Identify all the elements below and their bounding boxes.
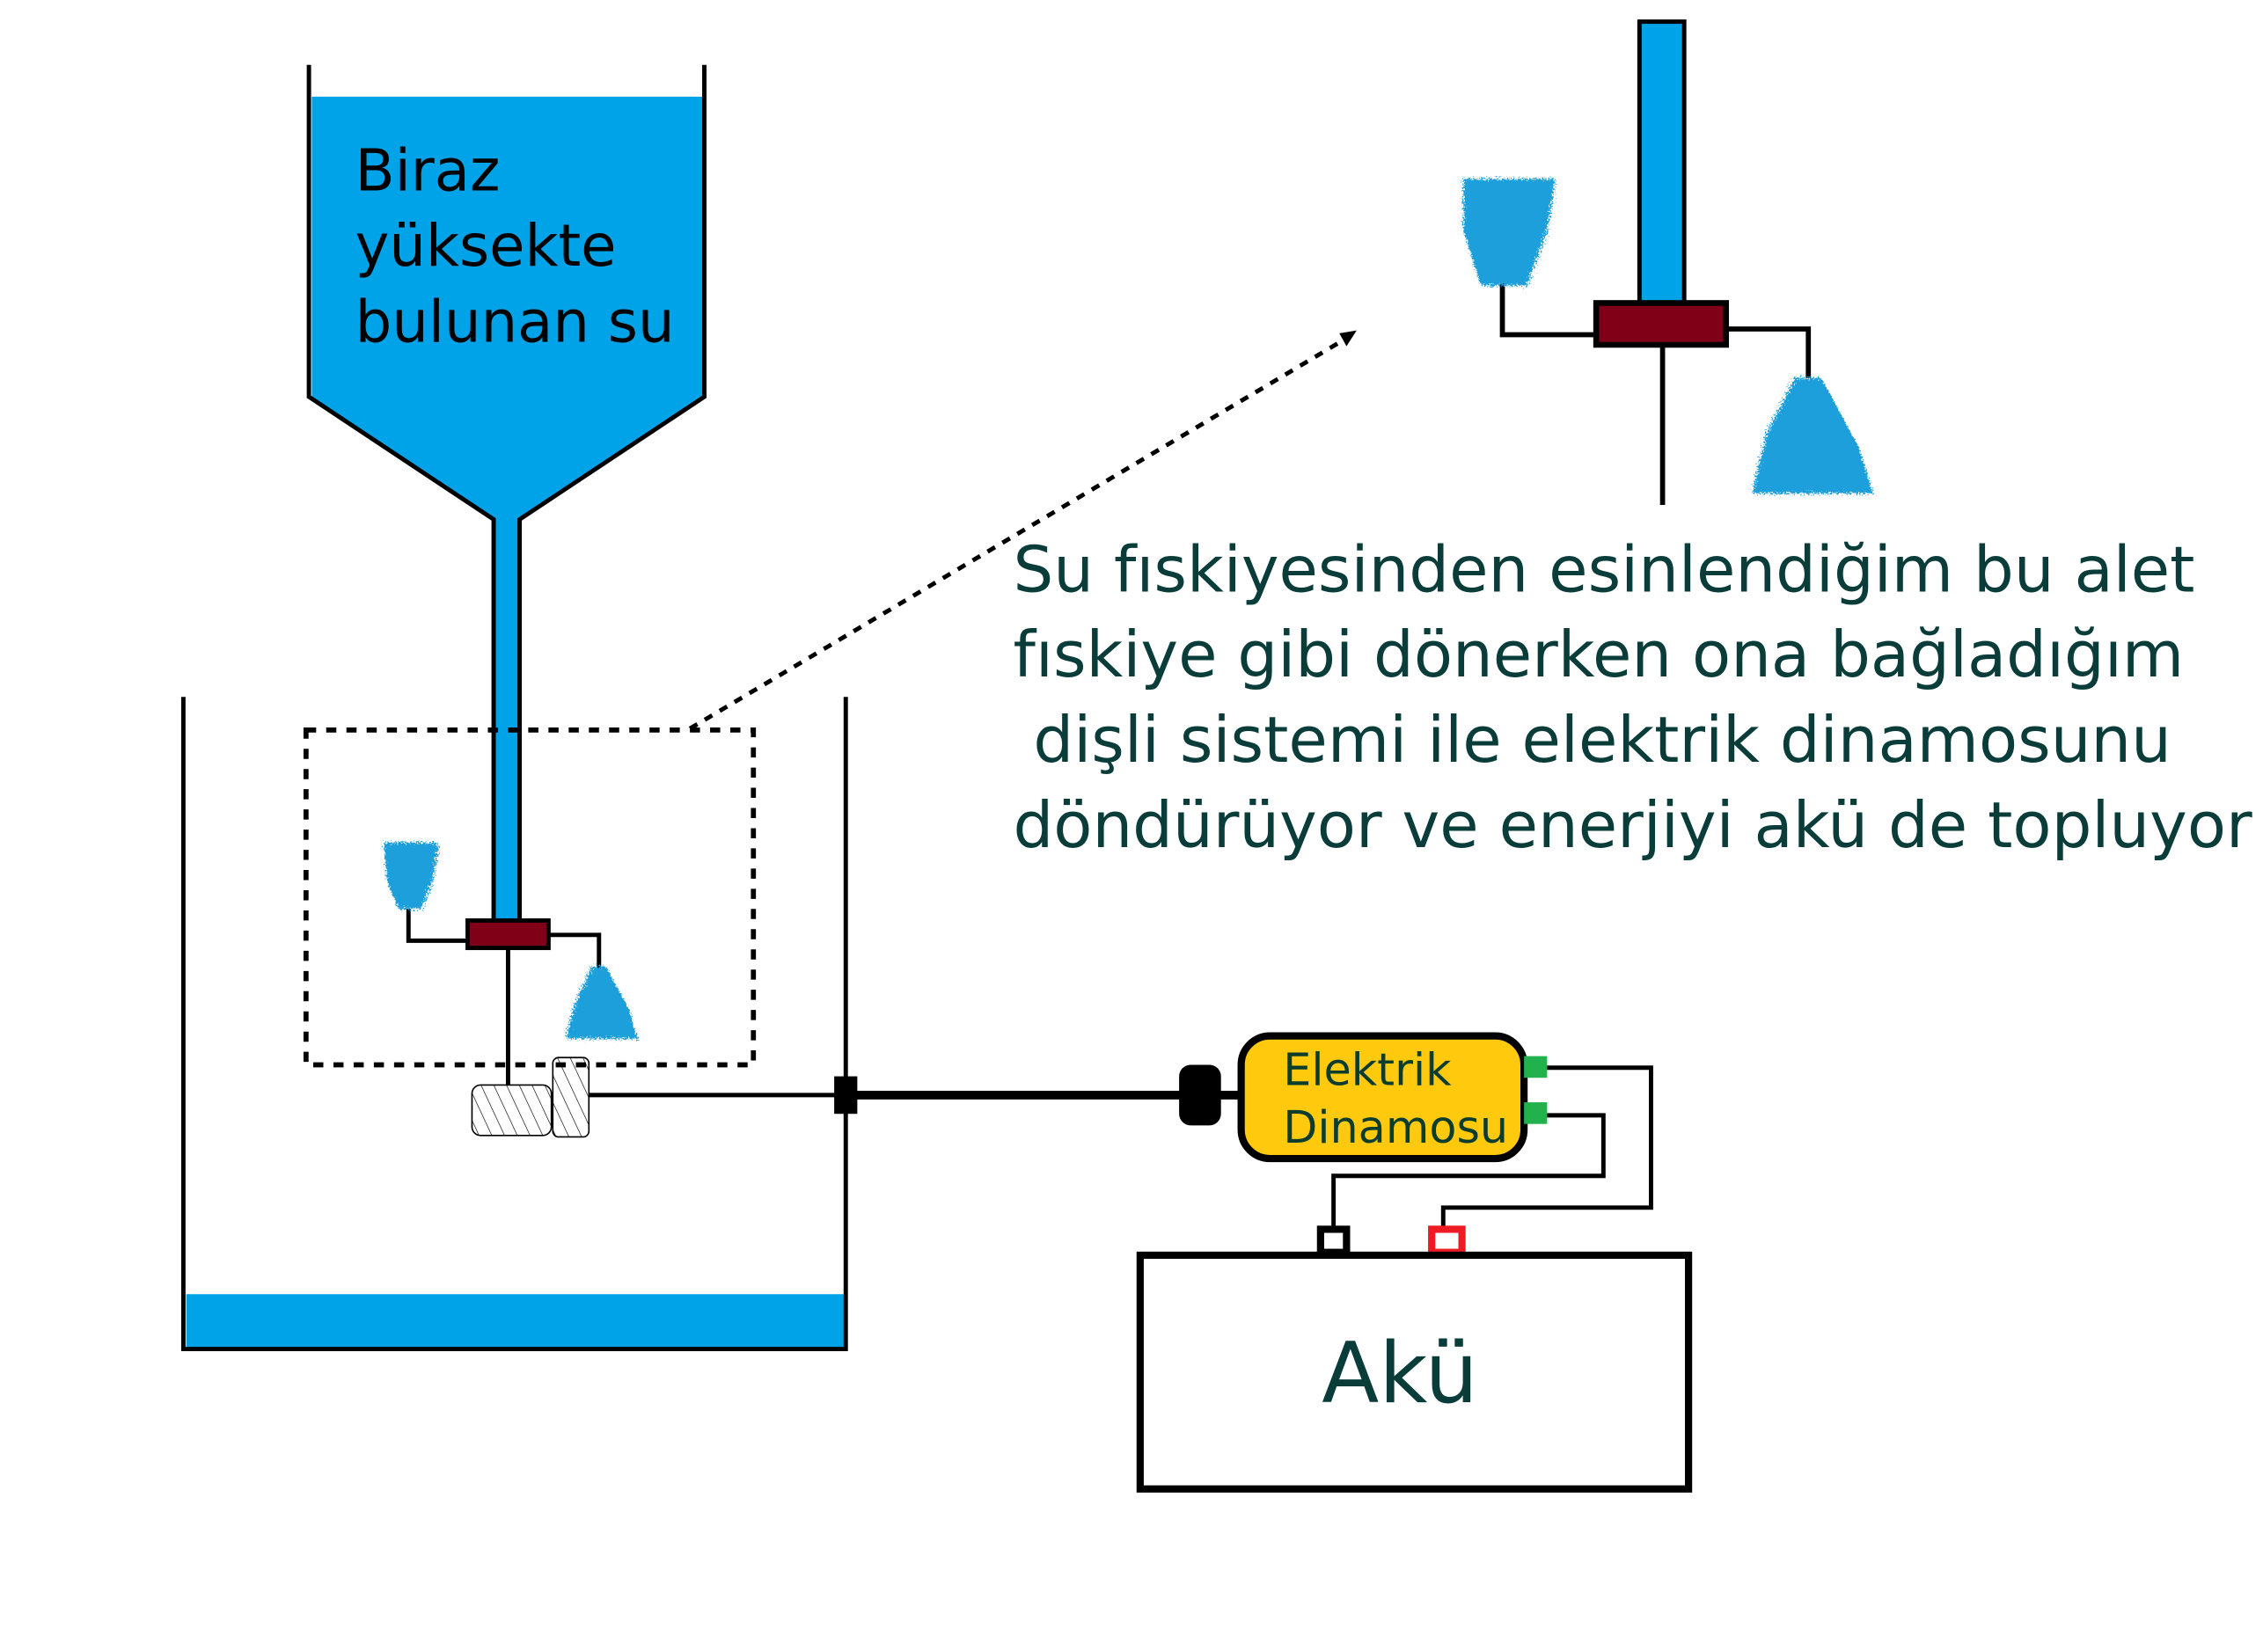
upper-tank-outline — [306, 64, 496, 924]
battery-body — [1136, 1251, 1693, 1493]
description-line2: fıskiye gibi dönerken ona bağladığım — [1014, 618, 2185, 692]
description-line3: dişli sistemi ile elektrik dinamosunu — [1014, 704, 2171, 778]
shaft-coupling — [1179, 1064, 1221, 1126]
lower-tank-outline — [180, 697, 848, 1352]
water-spray-left — [384, 842, 439, 910]
wall-bearing — [834, 1076, 858, 1115]
tank-label-line1: Biraz — [355, 138, 501, 205]
battery: Akü — [1136, 1225, 1693, 1493]
description-line1: Su fıskiyesinden esinlendiğim bu alet — [1014, 533, 2195, 607]
battery-terminal-negative — [1316, 1225, 1351, 1256]
description-line4: döndürüyor ve enerjiyi akü de topluyor — [1014, 789, 2253, 863]
arm-right-enlarged — [1725, 326, 1812, 378]
fountain-small — [303, 727, 757, 1138]
fountain-enlarged — [1463, 19, 1874, 506]
gear-2 — [552, 1056, 590, 1138]
lower-water-tank — [180, 697, 848, 1352]
rotary-connector-enlarged — [1593, 300, 1730, 348]
tank-label-line3: bulunan su — [355, 289, 675, 356]
upper-tank-outline-right — [517, 64, 707, 924]
dynamo-label-line2: Dinamosu — [1283, 1101, 1508, 1153]
arm-right — [548, 932, 602, 970]
lower-tank-water — [186, 1294, 845, 1348]
gear-1 — [471, 1084, 553, 1137]
zoom-region-box — [303, 727, 757, 1068]
wire-positive — [1440, 1065, 1653, 1230]
dynamo-body — [1237, 1032, 1528, 1163]
rotary-connector — [465, 917, 551, 951]
pipe-enlarged — [1637, 19, 1687, 307]
water-spray-right — [566, 966, 639, 1039]
dynamo-label-line1: Elektrik — [1283, 1043, 1452, 1095]
battery-label: Akü — [1322, 1326, 1478, 1422]
zoom-arrow-line — [688, 337, 1347, 731]
upper-water-tank: Biraz yüksekte bulunan su — [306, 64, 707, 924]
arm-left-enlarged — [1499, 282, 1597, 338]
wire-negative — [1331, 1113, 1606, 1230]
dynamo-terminal-1 — [1524, 1056, 1548, 1078]
upper-tank-water — [311, 96, 705, 924]
battery-terminal-positive — [1428, 1225, 1466, 1256]
tank-label-line2: yüksekte — [355, 213, 617, 280]
electric-dynamo: Elektrik Dinamosu — [1237, 1032, 1548, 1163]
arm-left — [406, 909, 468, 943]
zoom-arrow-head — [1339, 330, 1357, 347]
dynamo-terminal-2 — [1524, 1102, 1548, 1124]
water-spray-right-enlarged — [1752, 377, 1874, 493]
description-text: Su fıskiyesinden esinlendiğim bu alet fı… — [1014, 533, 2253, 862]
water-spray-left-enlarged — [1463, 179, 1556, 286]
